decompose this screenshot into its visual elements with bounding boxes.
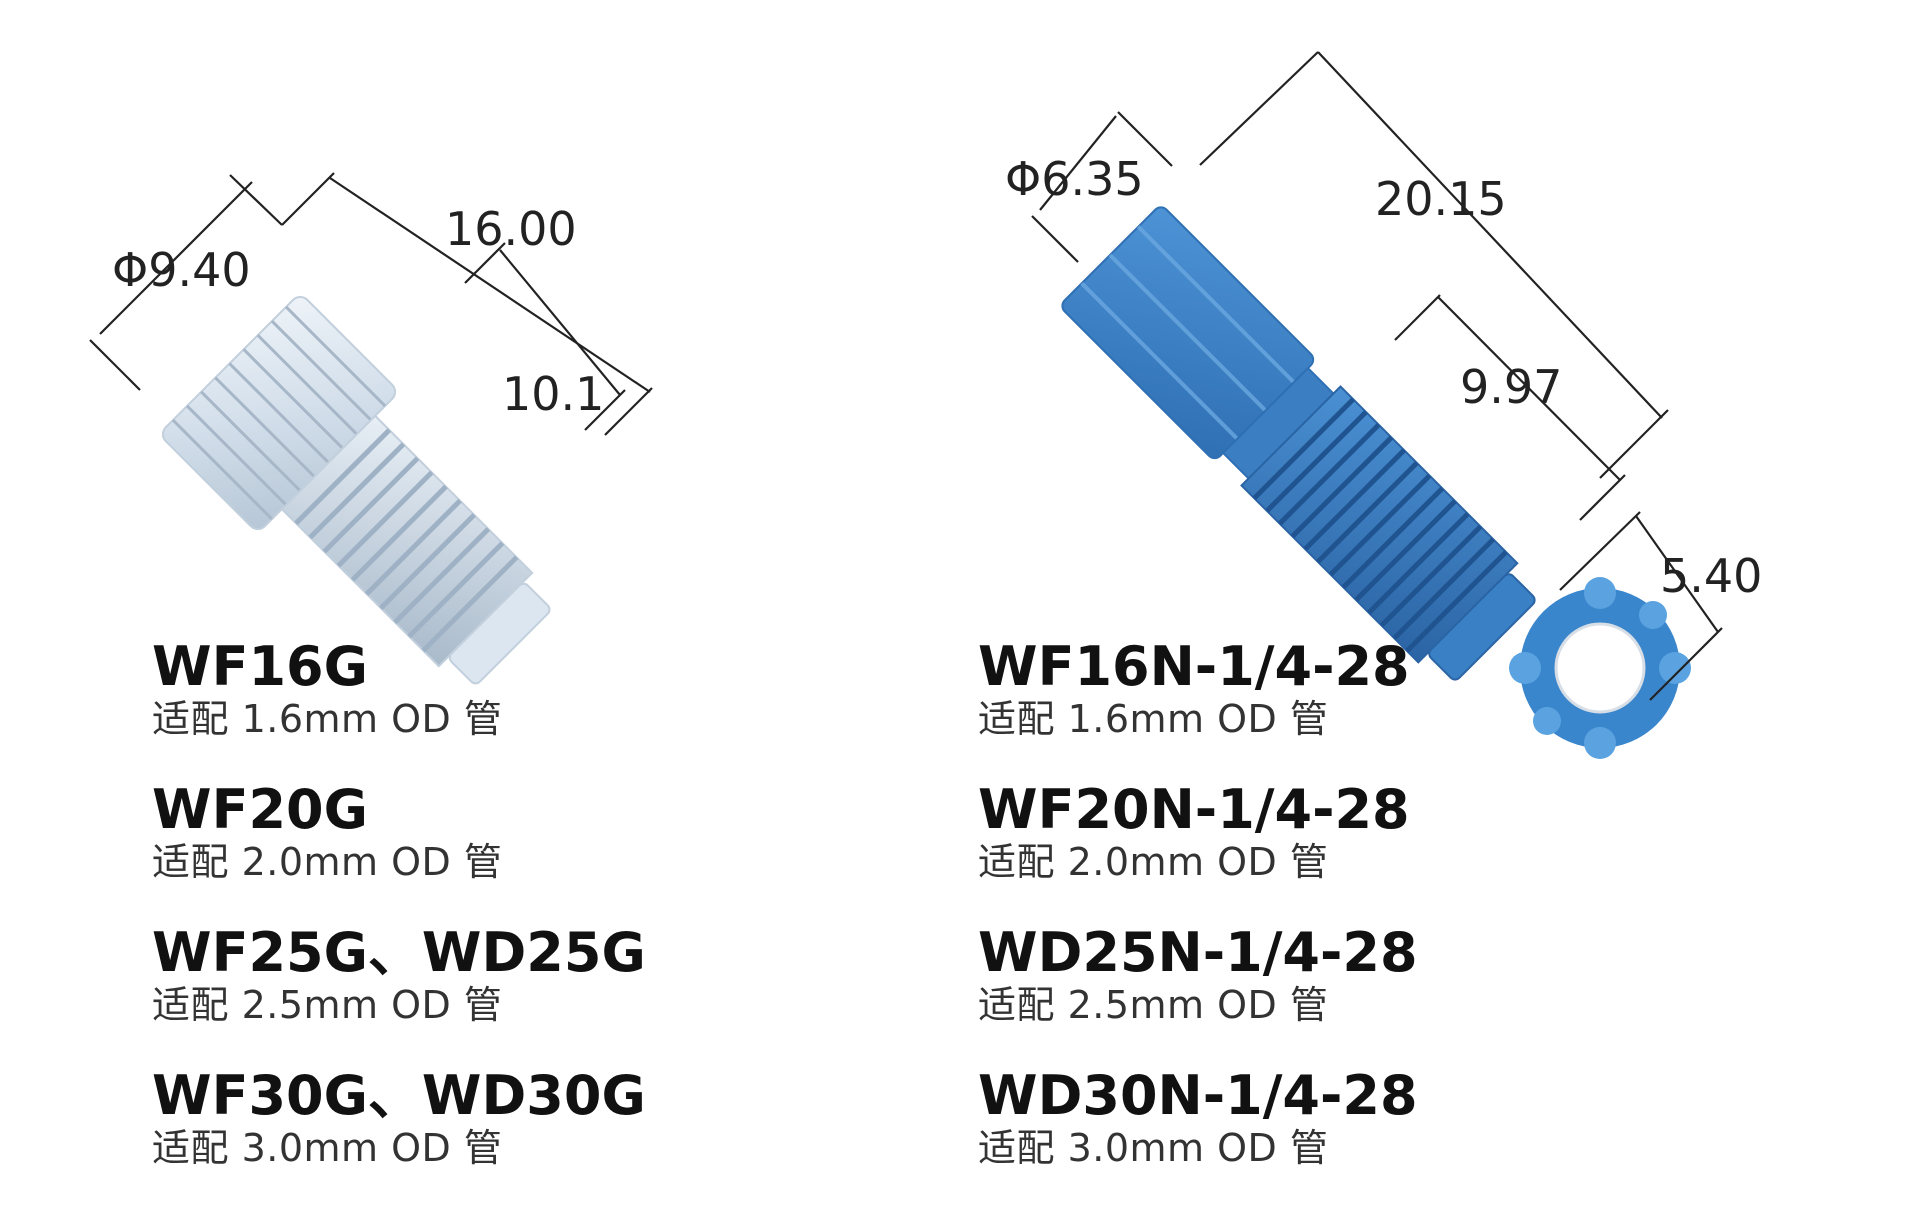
product-description: 适配 3.0mm OD 管: [152, 1126, 503, 1170]
left-thread-length-label: 10.1: [502, 367, 604, 421]
left-product-3: WF25G、WD25G 适配 2.5mm OD 管: [152, 921, 646, 1028]
right-dimension-lines: [1031, 51, 1723, 701]
right-product-4: WD30N-1/4-28 适配 3.0mm OD 管: [978, 1064, 1418, 1171]
product-description: 适配 2.5mm OD 管: [152, 983, 503, 1027]
product-name: WF30G、WD30G: [152, 1064, 646, 1127]
end-view-bore: [1554, 622, 1646, 714]
right-head-diameter-label: Φ6.35: [1005, 152, 1144, 206]
product-name: WF25G、WD25G: [152, 921, 646, 984]
product-name: WF16G: [152, 635, 368, 698]
left-knurl-ridges: [171, 305, 387, 521]
right-fitting: [1061, 206, 1536, 681]
product-name: WD30N-1/4-28: [978, 1064, 1418, 1127]
product-description: 适配 2.0mm OD 管: [152, 840, 503, 884]
product-description: 适配 2.5mm OD 管: [978, 983, 1329, 1027]
left-head-diameter-label: Φ9.40: [112, 243, 251, 297]
left-thread-grooves: [294, 428, 519, 653]
right-end-diameter-label: 5.40: [1660, 549, 1762, 603]
right-product-2: WF20N-1/4-28 适配 2.0mm OD 管: [978, 778, 1410, 885]
right-end-view: [1509, 577, 1691, 759]
left-fitting: [161, 295, 551, 685]
product-name: WF20N-1/4-28: [978, 778, 1410, 841]
left-product-4: WF30G、WD30G 适配 3.0mm OD 管: [152, 1064, 646, 1171]
product-name: WD25N-1/4-28: [978, 921, 1418, 984]
product-name: WF20G: [152, 778, 368, 841]
left-dimension-lines: [89, 172, 653, 436]
right-thread-length-label: 9.97: [1460, 360, 1562, 414]
product-description: 适配 3.0mm OD 管: [978, 1126, 1329, 1170]
left-product-2: WF20G 适配 2.0mm OD 管: [152, 778, 503, 885]
right-product-3: WD25N-1/4-28 适配 2.5mm OD 管: [978, 921, 1418, 1028]
end-view-flutes: [1509, 577, 1691, 759]
product-description: 适配 2.0mm OD 管: [978, 840, 1329, 884]
product-name: WF16N-1/4-28: [978, 635, 1410, 698]
right-overall-length-label: 20.15: [1375, 172, 1507, 226]
right-thread-grooves: [1252, 397, 1508, 653]
right-product-1: WF16N-1/4-28 适配 1.6mm OD 管: [978, 635, 1410, 742]
left-product-1: WF16G 适配 1.6mm OD 管: [152, 635, 503, 742]
left-tip: [448, 582, 551, 685]
product-description: 适配 1.6mm OD 管: [152, 697, 503, 741]
right-tip: [1428, 573, 1536, 681]
left-overall-length-label: 16.00: [445, 202, 577, 256]
product-description: 适配 1.6mm OD 管: [978, 697, 1329, 741]
right-head-flutes: [1080, 225, 1296, 441]
